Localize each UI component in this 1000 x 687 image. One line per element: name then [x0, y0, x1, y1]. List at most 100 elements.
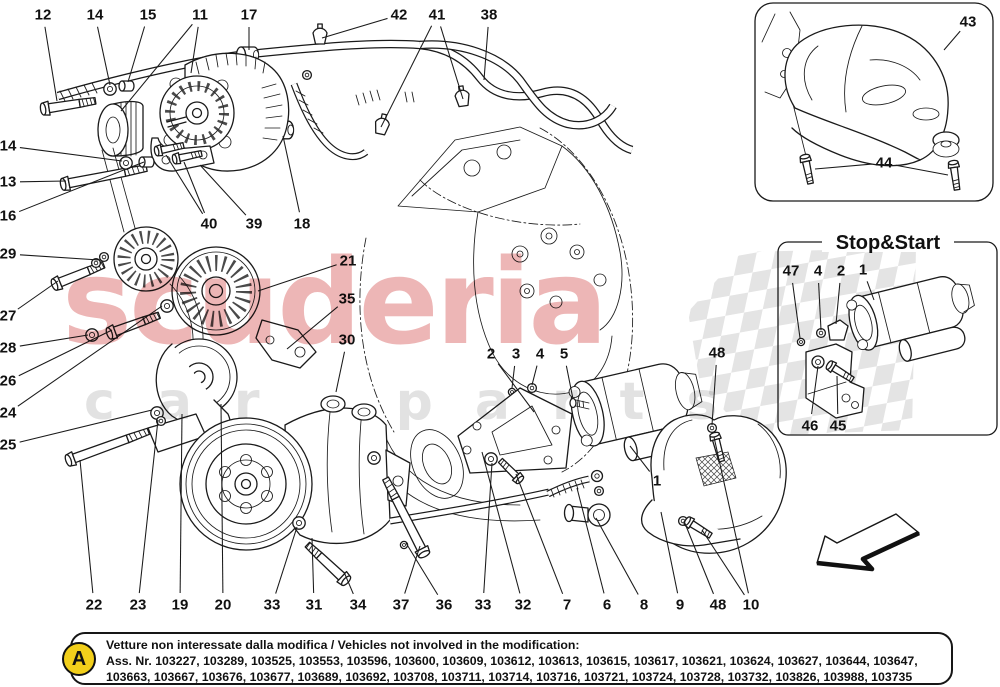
callout-7: 7	[563, 597, 571, 614]
callout-leader	[97, 26, 111, 86]
callout-1: 1	[859, 262, 867, 279]
callout-leader	[183, 161, 205, 214]
callout-26: 26	[0, 373, 16, 390]
callout-37: 37	[393, 597, 410, 614]
callout-leader	[811, 365, 819, 415]
callout-leader	[405, 542, 439, 596]
callout-3: 3	[512, 346, 520, 363]
callout-1: 1	[653, 473, 661, 490]
callout-leader	[19, 254, 100, 261]
callout-leader	[19, 334, 89, 347]
callout-leader	[335, 351, 346, 393]
callout-leader	[19, 147, 123, 162]
callout-leader	[18, 161, 145, 213]
callout-leader	[792, 282, 801, 339]
callout-leader	[19, 180, 67, 183]
callout-leader	[481, 451, 521, 594]
callout-leader	[44, 26, 58, 102]
callout-9: 9	[676, 597, 684, 614]
callout-leader	[835, 282, 841, 325]
callout-2: 2	[487, 346, 495, 363]
callout-48: 48	[710, 597, 727, 614]
callout-38: 38	[481, 7, 498, 24]
modification-note-box: A Vetture non interessate dalla modifica…	[62, 632, 953, 686]
callout-leader	[629, 445, 651, 472]
callout-5: 5	[560, 346, 568, 363]
callout-leader	[19, 409, 153, 443]
callout-leader	[565, 365, 574, 400]
callout-leader	[190, 26, 199, 74]
exploded-parts-diagram: Stop&Start 12141511174241381413162927282…	[0, 2, 998, 614]
callout-leader	[343, 571, 354, 595]
callout-leader	[17, 305, 163, 407]
callout-36: 36	[436, 597, 453, 614]
callout-leader	[286, 306, 339, 350]
callout-46: 46	[802, 418, 819, 435]
stop-start-title: Stop&Start	[836, 232, 941, 254]
callout-leader	[866, 281, 875, 301]
callout-leader	[713, 436, 749, 594]
battery-cable-drawing	[390, 469, 611, 527]
callout-leader	[515, 473, 564, 595]
callout-leader	[380, 25, 433, 128]
callout-19: 19	[172, 597, 189, 614]
heat-shield-drawing	[641, 414, 787, 554]
callout-33: 33	[475, 597, 492, 614]
callout-leader	[179, 413, 183, 594]
callout-32: 32	[515, 597, 532, 614]
direction-arrow-icon	[816, 513, 920, 572]
stop-start-starter-drawing	[796, 276, 975, 419]
callout-14: 14	[87, 7, 104, 24]
alternator-drawing	[97, 52, 290, 172]
callout-34: 34	[350, 597, 367, 614]
callout-4: 4	[536, 346, 545, 363]
callout-leader	[511, 365, 516, 389]
note-badge-a: A	[62, 642, 96, 676]
callout-leader	[483, 26, 489, 81]
callout-39: 39	[246, 216, 263, 233]
callout-leader	[404, 545, 421, 594]
callout-42: 42	[391, 7, 408, 24]
callout-35: 35	[339, 291, 356, 308]
callout-leader	[275, 526, 298, 594]
starter-bracket-drawing	[457, 387, 573, 474]
callout-33: 33	[264, 597, 281, 614]
callout-leader	[836, 375, 839, 415]
callout-leader	[531, 365, 538, 386]
callout-44: 44	[876, 155, 893, 172]
callout-18: 18	[294, 216, 311, 233]
callout-leader	[595, 517, 639, 595]
callout-41: 41	[429, 7, 446, 24]
callout-10: 10	[743, 597, 760, 614]
callout-15: 15	[140, 7, 157, 24]
callout-leader	[576, 487, 605, 594]
wiring-harness-drawing	[58, 23, 632, 157]
callout-leader	[17, 280, 59, 310]
cover-panel	[754, 2, 994, 202]
callout-leader	[138, 419, 159, 594]
callout-leader	[701, 529, 745, 596]
callout-31: 31	[306, 597, 323, 614]
callout-40: 40	[201, 216, 218, 233]
callout-30: 30	[339, 332, 356, 349]
callout-leader	[895, 164, 949, 176]
callout-leader	[79, 459, 94, 594]
callout-12: 12	[35, 7, 52, 24]
callout-leader	[321, 17, 388, 39]
ac-compressor-drawing	[179, 395, 411, 551]
callout-8: 8	[640, 597, 648, 614]
callout-leader	[165, 154, 204, 215]
callout-leader	[18, 329, 113, 377]
callout-13: 13	[0, 174, 16, 191]
callout-leader	[943, 30, 961, 51]
callout-leader	[220, 403, 224, 594]
callout-16: 16	[0, 208, 16, 225]
callout-21: 21	[340, 253, 357, 270]
callout-leader	[497, 363, 535, 413]
note-text: Vetture non interessate dalla modifica /…	[106, 637, 945, 686]
callout-leader	[127, 26, 146, 83]
callout-leader	[311, 537, 315, 594]
stop-start-title-bg	[822, 231, 954, 252]
